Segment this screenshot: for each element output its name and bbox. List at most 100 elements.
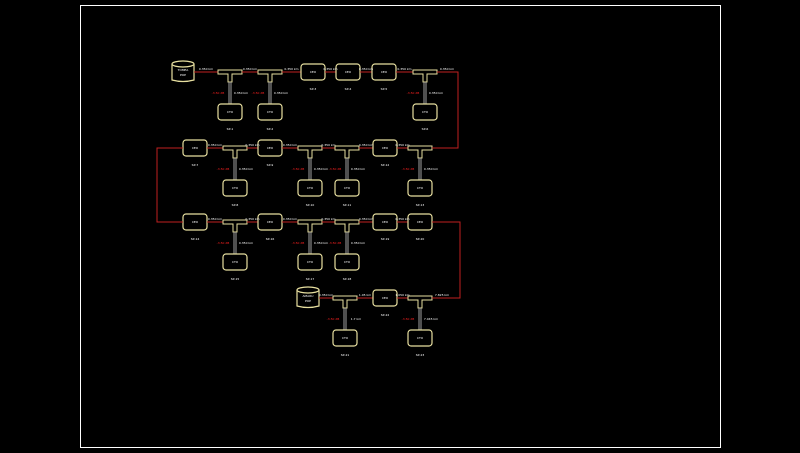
row2-node3-id: SP-9 xyxy=(267,163,274,167)
row4-node1-drop-name: CTO xyxy=(342,336,349,340)
row1-node2-drop-box xyxy=(257,103,283,121)
row4-node3-drop-id: SP-23 xyxy=(416,353,425,357)
row1-node5-id: SP-5 xyxy=(381,87,388,91)
row2-node3-name: CEO xyxy=(267,146,274,150)
row3-node2-drop-id: SP-15 xyxy=(231,277,240,281)
row1-pop-cylinder-top xyxy=(171,60,195,68)
row3-node5-feed-length: 0.350 km xyxy=(321,217,335,221)
row2-node5-drop-length: 0.350 km xyxy=(351,167,365,171)
row1-node2-feed-length: 0.350 km xyxy=(243,67,257,71)
row2-node4-drop-name: CTO xyxy=(307,186,314,190)
row4-pop-cylinder xyxy=(296,290,320,309)
row1-pop-name: TOMEA xyxy=(177,68,190,72)
row1-node6-splitter-icon xyxy=(412,69,438,83)
row1-pop-sub: POP xyxy=(180,73,186,77)
row2-node7-drop-name: CTO xyxy=(417,186,424,190)
row1-node2-splitter-icon xyxy=(257,69,283,83)
row3-node1-name: CEO xyxy=(192,220,199,224)
row4-pop-cylinder-top xyxy=(296,286,320,294)
row2-node1-id: SP-7 xyxy=(192,163,199,167)
row2-node6-id: SP-12 xyxy=(381,163,390,167)
row1-node3-name: CEO xyxy=(310,70,317,74)
row2-node7-drop-box xyxy=(407,179,433,197)
row2-node2-drop-id: SP-8 xyxy=(232,203,239,207)
row1-node4-name: CEO xyxy=(345,70,352,74)
row4-node1-drop-box xyxy=(332,329,358,347)
row1-node3-feed-length: 0.350 km xyxy=(284,67,298,71)
row1-pop-cylinder xyxy=(171,64,195,83)
row2-node7-drop-length: 0.350 km xyxy=(424,167,438,171)
row4-node1-drop-id: SP-21 xyxy=(341,353,350,357)
row1-node6-drop-id: SP-6 xyxy=(422,127,429,131)
row3-node5-drop-box xyxy=(334,253,360,271)
row3-node2-drop-name: CTO xyxy=(232,260,239,264)
row2-node3-feed-length: 0.350 km xyxy=(245,143,259,147)
row2-node5-drop-box xyxy=(334,179,360,197)
row3-node6-id: SP-19 xyxy=(381,237,390,241)
row3-node3-name: CEO xyxy=(267,220,274,224)
fiber-link-row3-row4 xyxy=(432,221,461,299)
row1-node6-out-length: 0.350 km xyxy=(440,67,454,71)
row3-node6-name: CEO xyxy=(382,220,389,224)
row3-node1-id: SP-14 xyxy=(191,237,200,241)
row2-node6-feed-length: 0.350 km xyxy=(359,143,373,147)
row2-node2-drop-name: CTO xyxy=(232,186,239,190)
row1-node2-drop-name: CTO xyxy=(267,110,274,114)
row1-node6-drop-name: CTO xyxy=(422,110,429,114)
row3-node5-splitter-icon xyxy=(334,219,360,233)
row4-node3-drop-name: CTO xyxy=(417,336,424,340)
row3-node3-id: SP-16 xyxy=(266,237,275,241)
row4-node1-drop-loss: -3.50 dB xyxy=(327,317,340,321)
row1-node1-drop-length: 0.350 km xyxy=(234,91,248,95)
row2-node4-feed-length: 0.350 km xyxy=(283,143,297,147)
row2-node4-splitter-icon xyxy=(297,145,323,159)
row3-node4-drop-name: CTO xyxy=(307,260,314,264)
row4-node3-splitter-icon xyxy=(407,295,433,309)
row2-node5-splitter-icon xyxy=(334,145,360,159)
row2-node7-drop-id: SP-13 xyxy=(416,203,425,207)
row3-node4-drop-box xyxy=(297,253,323,271)
row4-node3-drop-box xyxy=(407,329,433,347)
row3-node5-drop-length: 0.350 km xyxy=(351,241,365,245)
row1-node1-drop-id: SP-1 xyxy=(227,127,234,131)
row1-node5-feed-length: 0.350 km xyxy=(359,67,373,71)
row4-node3-out-length: 7.825 km xyxy=(435,293,449,297)
row1-node6-feed-length: 0.350 km xyxy=(397,67,411,71)
row2-node7-splitter-icon xyxy=(407,145,433,159)
row4-pop-sub: POP xyxy=(305,299,311,303)
row3-node5-drop-name: CTO xyxy=(344,260,351,264)
row3-node6-feed-length: 0.350 km xyxy=(359,217,373,221)
fiber-link-row2-row3 xyxy=(156,147,183,223)
row1-node1-drop-loss: -3.50 dB xyxy=(212,91,225,95)
row2-node5-drop-id: SP-11 xyxy=(343,203,352,207)
row4-node3-feed-length: 1.050 km xyxy=(395,293,409,297)
row1-node6-drop-loss: -3.50 dB xyxy=(407,91,420,95)
row3-node7-id: SP-20 xyxy=(416,237,425,241)
row4-node1-feed-length: 0.350 km xyxy=(319,293,333,297)
row2-node2-drop-length: 0.350 km xyxy=(239,167,253,171)
row3-node4-splitter-icon xyxy=(297,219,323,233)
row2-node7-feed-length: 0.350 km xyxy=(395,143,409,147)
row1-node4-id: SP-4 xyxy=(345,87,352,91)
row4-pop-name: AMARU xyxy=(303,294,314,298)
row2-node6-name: CEO xyxy=(382,146,389,150)
drawing-frame xyxy=(80,5,721,448)
row3-node2-drop-length: 0.350 km xyxy=(239,241,253,245)
row3-node4-drop-loss: -3.50 dB xyxy=(292,241,305,245)
row1-node1-drop-box xyxy=(217,103,243,121)
row3-node4-drop-id: SP-17 xyxy=(306,277,315,281)
row1-node4-feed-length: 0.350 km xyxy=(323,67,337,71)
row2-node1-name: CEO xyxy=(192,146,199,150)
row3-node2-drop-box xyxy=(222,253,248,271)
row3-node3-feed-length: 0.350 km xyxy=(245,217,259,221)
row3-node7-name: CEO xyxy=(417,220,424,224)
row3-node2-drop-loss: -3.50 dB xyxy=(217,241,230,245)
row4-node2-id: SP-22 xyxy=(381,313,390,317)
row3-node2-splitter-icon xyxy=(222,219,248,233)
fiber-link-row1-row2 xyxy=(432,71,459,149)
row1-node1-splitter-icon xyxy=(217,69,243,83)
row4-node1-drop-length: 1.7 km xyxy=(351,317,361,321)
row3-node2-feed-length: 0.350 km xyxy=(208,217,222,221)
